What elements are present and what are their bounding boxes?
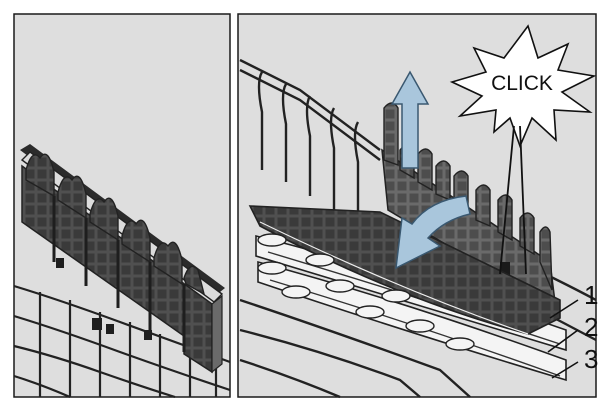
label-1: 1 (584, 280, 598, 310)
click-callout-label: CLICK (491, 72, 553, 95)
right-panel: CLICK 1 2 3 (238, 14, 598, 397)
left-panel (14, 14, 230, 397)
label-2: 2 (584, 312, 598, 342)
label-3: 3 (584, 344, 598, 374)
